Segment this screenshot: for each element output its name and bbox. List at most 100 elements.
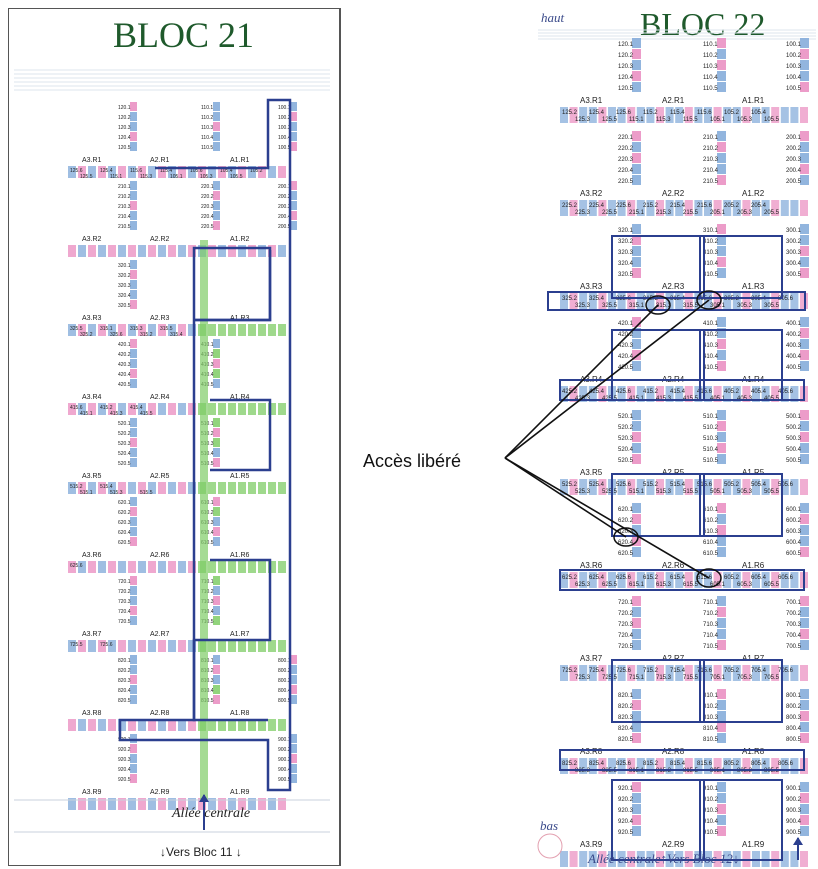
left-slot-label: 100.1 (278, 105, 291, 111)
left-slot-label: 800.3 (278, 678, 291, 684)
left-aisle-cell (78, 561, 86, 573)
right-aisle-top-label: 715.2 (643, 668, 659, 674)
right-aisle-cell (684, 572, 693, 588)
left-row-label-a1: A1.R1 (230, 157, 250, 164)
access-pointer-line (504, 457, 627, 538)
right-aisle-cell (780, 851, 789, 867)
right-aisle-cell (560, 665, 568, 681)
right-slot-cell (717, 142, 726, 152)
right-aisle-cell (627, 200, 636, 216)
right-slot-cell (800, 71, 809, 81)
left-aisle-cell (168, 561, 176, 573)
right-aisle-cell (761, 293, 770, 309)
left-aisle-cell (88, 324, 96, 336)
left-aisle-cell (158, 719, 166, 731)
right-slot-label: 610.5 (703, 551, 719, 557)
left-slot-label: 120.4 (118, 135, 131, 141)
right-slot-label: 320.3 (618, 250, 634, 256)
right-slot-cell (717, 700, 726, 710)
right-aisle-cell (646, 665, 655, 681)
right-slot-cell (800, 454, 809, 464)
right-aisle-bottom-label: 505.3 (737, 489, 753, 495)
right-slot-cell (800, 733, 809, 743)
left-slot-label: 200.5 (278, 224, 291, 230)
right-slot-cell (632, 640, 641, 650)
left-row-label-a2: A2.R9 (150, 789, 170, 796)
left-aisle-cell (278, 482, 286, 494)
left-aisle-cell (248, 719, 256, 731)
left-slot-label: 920.5 (118, 777, 131, 783)
left-slot-cell (213, 132, 220, 141)
left-slot-cell (213, 655, 220, 664)
right-slot-cell (800, 443, 809, 453)
left-aisle-cell (218, 245, 226, 257)
right-slot-cell (717, 618, 726, 628)
right-aisle-cell (800, 479, 808, 495)
left-aisle-bottom-label: 415.3 (110, 411, 123, 417)
left-aisle-cell (218, 482, 226, 494)
left-route-path-2 (192, 250, 272, 722)
right-slot-label: 700.1 (786, 600, 802, 606)
right-row-label-a2: A2.R2 (662, 189, 685, 198)
right-slot-label: 100.1 (786, 42, 802, 48)
right-slot-label: 120.4 (618, 75, 634, 81)
right-aisle-bottom-label: 315.3 (656, 303, 672, 309)
left-vers-label: ↓Vers Bloc 11 ↓ (160, 845, 242, 859)
right-row-label-a2: A2.R7 (662, 654, 685, 663)
left-slot-cell (130, 221, 137, 230)
right-aisle-cell (771, 665, 780, 681)
left-aisle-cell (88, 561, 96, 573)
right-slot-cell (632, 443, 641, 453)
right-aisle-top-label: 725.6 (616, 668, 632, 674)
right-slot-label: 100.2 (786, 53, 802, 59)
right-aisle-cell (790, 851, 799, 867)
right-aisle-bottom-label: 325.5 (602, 303, 618, 309)
right-aisle-cell (579, 758, 588, 774)
right-slot-cell (717, 733, 726, 743)
left-aisle-cell (68, 561, 76, 573)
right-slot-label: 910.2 (703, 797, 719, 803)
left-slot-label: 110.5 (201, 145, 213, 151)
left-aisle-top-label: 315.1 (100, 326, 113, 332)
left-aisle-cell (218, 403, 226, 415)
left-aisle-cell (278, 640, 286, 652)
right-slot-label: 820.4 (618, 726, 634, 732)
right-aisle-cell (569, 293, 578, 309)
right-aisle-cell (694, 107, 703, 123)
right-aisle-cell (636, 107, 645, 123)
left-slot-cell (130, 497, 137, 506)
left-slot-cell (290, 132, 297, 141)
left-aisle-top-label: 115.6 (130, 168, 142, 174)
left-aisle-cell (218, 798, 226, 810)
left-slot-label: 200.3 (278, 204, 291, 210)
right-aisle-top-label: 225.4 (589, 203, 605, 209)
left-aisle-cell (68, 798, 76, 810)
left-slot-label: 920.2 (118, 747, 131, 753)
right-slot-label: 620.3 (618, 529, 634, 535)
left-aisle-cell (108, 719, 116, 731)
right-route-loop (699, 659, 783, 723)
left-slot-cell (130, 576, 137, 585)
right-aisle-cell (617, 200, 626, 216)
left-slot-label: 420.2 (118, 352, 131, 358)
right-slot-label: 420.5 (618, 365, 634, 371)
right-aisle-cell (704, 200, 712, 216)
right-aisle-cell (569, 851, 578, 867)
right-aisle-cell (627, 665, 636, 681)
right-slot-label: 620.4 (618, 540, 634, 546)
right-slot-label: 110.2 (703, 53, 718, 59)
left-entry-arrowhead (199, 794, 209, 802)
right-aisle-cell (761, 479, 770, 495)
left-aisle-cell (188, 561, 196, 573)
right-aisle-top-label: 505.4 (751, 482, 767, 488)
left-aisle-cell (168, 798, 176, 810)
right-slot-label: 100.5 (786, 86, 802, 92)
right-aisle-bottom-label: 515.1 (629, 489, 645, 495)
right-slot-label: 510.5 (703, 458, 719, 464)
right-aisle-cell (656, 572, 664, 588)
left-row-label-a2: A2.R3 (150, 315, 170, 322)
left-slot-label: 220.3 (201, 204, 214, 210)
right-slot-label: 110.5 (703, 86, 718, 92)
left-slot-cell (130, 695, 137, 704)
right-slot-cell (632, 618, 641, 628)
